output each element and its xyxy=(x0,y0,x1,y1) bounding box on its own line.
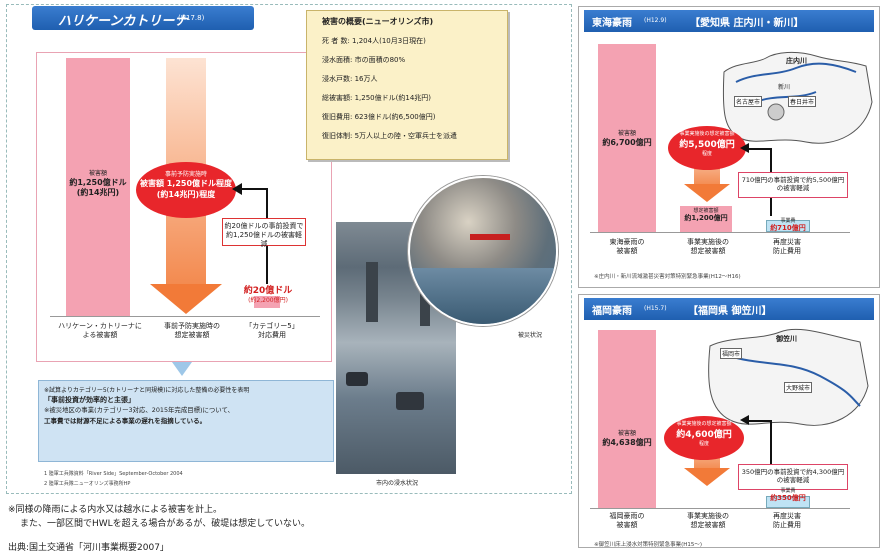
crowd-photo-caption: 被災状況 xyxy=(518,332,543,339)
katrina-damage-bar-label: 被害額 約1,250億ドル (約14兆円) xyxy=(69,170,127,197)
katrina-summary-table: 死 者 数: 1,204人(10月3日現在) 浸水面積: 市の面積の80% 浸水… xyxy=(322,36,506,150)
fukuoka-title-year: (H15.7) xyxy=(644,305,667,312)
katrina-connector-line xyxy=(240,188,268,190)
katrina-x-label-3: 「カテゴリー5」 対応費用 xyxy=(245,322,299,339)
summary-row: 復旧体制: 5万人以上の陸・空軍兵士を派遣 xyxy=(322,132,458,140)
source-citation: 出典:国土交通省「河川事業概要2007」 xyxy=(8,543,169,553)
tokai-footer: ※庄内川・新川流域激甚災害対策特別緊急事業(H12〜H16) xyxy=(594,274,741,280)
katrina-conclusion-text: ※試算よりカテゴリー5(カトリーナと同規模)に対応した整備の必要性を表明 「事前… xyxy=(44,387,250,426)
tokai-post-bar-label: 想定被害額 約1,200億円 xyxy=(684,208,728,223)
fukuoka-benefit-note: 350億円の事前投資で約4,300億円の被害軽減 xyxy=(738,464,848,490)
summary-row: 総被害額: 1,250億ドル(約14兆円) xyxy=(322,94,432,102)
tokai-map-label-nagoya: 名古屋市 xyxy=(734,96,763,107)
katrina-down-chevron-icon xyxy=(172,362,192,376)
katrina-damage-bar xyxy=(66,58,130,316)
tokai-benefit-note: 710億円の事前投資で約5,500億円の被害軽減 xyxy=(738,172,848,198)
katrina-connector-head xyxy=(232,183,242,195)
katrina-cost-label: 約20億ドル (約2,200億円) xyxy=(243,286,293,305)
summary-row: 復旧費用: 623億ドル(約6,500億円) xyxy=(322,113,436,121)
tokai-map-label-shonai: 庄内川 xyxy=(786,57,807,65)
katrina-source-1: 1 陸軍工兵隊資料「River Side」September-October 2… xyxy=(44,471,183,477)
tokai-x-label-3: 再度災害 防止費用 xyxy=(773,238,801,255)
tokai-connector-head xyxy=(740,143,749,153)
katrina-summary-box xyxy=(306,10,508,160)
tokai-map-label-shinkawa: 新川 xyxy=(778,84,791,91)
katrina-panel xyxy=(6,4,572,494)
tokai-arrow-head xyxy=(684,184,730,202)
fukuoka-connector-head xyxy=(740,415,749,425)
fukuoka-title-banner xyxy=(584,298,874,320)
tokai-cost-bar xyxy=(766,220,810,232)
fukuoka-map-label-fukuoka: 福岡市 xyxy=(720,348,743,359)
note-line-1: ※同様の降雨による内水又は越水による被害を計上。 xyxy=(8,505,223,515)
flood-street-caption: 市内の浸水状況 xyxy=(376,480,419,487)
fukuoka-x-label-1: 福岡豪雨の 被害額 xyxy=(609,512,645,529)
tokai-connector-line xyxy=(748,148,772,150)
katrina-arrow-head xyxy=(150,284,222,314)
tokai-title-year: (H12.9) xyxy=(644,17,667,24)
fukuoka-connector-line xyxy=(748,420,772,422)
tokai-map-label-kasugai: 春日井市 xyxy=(788,96,817,107)
fukuoka-x-label-3: 再度災害 防止費用 xyxy=(773,512,801,529)
katrina-estimate-oval: 事前予防実施時 被害額 1,250億ドル程度 (約14兆円)程度 xyxy=(136,162,236,218)
crowd-photo xyxy=(408,176,558,326)
fukuoka-connector-vert xyxy=(770,420,772,484)
katrina-conclusion-box xyxy=(38,380,334,462)
katrina-source-2: 2 陸軍工兵隊ニューオリンズ事務所HP xyxy=(44,481,131,487)
fukuoka-cost-label: 事業費 約350億円 xyxy=(770,488,806,503)
fukuoka-footer: ※御笠川床上浸水対策特別緊急事業(H15〜) xyxy=(594,542,703,548)
katrina-cost-bar xyxy=(254,296,280,308)
tokai-baseline xyxy=(590,232,850,233)
fukuoka-title-loc: 【福岡県 御笠川】 xyxy=(688,306,772,317)
katrina-title: ハリケーンカトリーナ xyxy=(58,14,188,29)
summary-row: 浸水面積: 市の面積の80% xyxy=(322,56,406,64)
tokai-title-banner xyxy=(584,10,874,32)
fukuoka-map-label-mikasa: 御笠川 xyxy=(776,335,797,343)
tokai-estimate-oval: 事業実施後の想定被害額 約5,500億円 程度 xyxy=(668,126,746,170)
fukuoka-damage-bar-label: 被害額 約4,638億円 xyxy=(602,430,652,447)
tokai-cost-label: 事業費 約710億円 xyxy=(770,218,806,233)
katrina-benefit-note: 約20億ドルの事前投資で約1,250億ドルの被害軽減 xyxy=(222,218,306,248)
fukuoka-map xyxy=(700,326,876,436)
katrina-x-label-1: ハリケーン・カトリーナに よる被害額 xyxy=(58,322,142,339)
tokai-title: 東海豪雨 xyxy=(592,18,632,29)
fukuoka-cost-bar xyxy=(766,496,810,508)
katrina-title-year: (H17.8) xyxy=(178,14,205,22)
tokai-x-label-2: 事業実施後の 想定被害額 xyxy=(687,238,729,255)
fukuoka-damage-bar xyxy=(598,330,656,508)
fukuoka-estimate-oval: 事業実施後の想定被害額 約4,600億円 程度 xyxy=(664,416,744,460)
katrina-title-banner xyxy=(32,6,254,30)
summary-row: 浸水戸数: 16万人 xyxy=(322,75,378,83)
fukuoka-x-label-2: 事業実施後の 想定被害額 xyxy=(687,512,729,529)
note-line-2: また、一部区間でHWLを超える場合があるが、破堤は想定していない。 xyxy=(20,519,310,529)
fukuoka-map-label-onojo: 大野城市 xyxy=(784,382,813,393)
tokai-post-bar xyxy=(680,206,732,232)
fukuoka-title: 福岡豪雨 xyxy=(592,306,632,317)
tokai-damage-bar-label: 被害額 約6,700億円 xyxy=(602,130,652,147)
fukuoka-arrow-head xyxy=(684,468,730,486)
summary-row: 死 者 数: 1,204人(10月3日現在) xyxy=(322,37,426,45)
tokai-x-label-1: 東海豪雨の 被害額 xyxy=(609,238,645,255)
katrina-baseline xyxy=(50,316,320,317)
katrina-x-label-2: 事前予防実施時の 想定被害額 xyxy=(164,322,220,339)
katrina-summary-title: 被害の概要(ニューオリンズ市) xyxy=(322,17,434,26)
fukuoka-baseline xyxy=(590,508,850,509)
tokai-title-loc: 【愛知県 庄内川・新川】 xyxy=(690,18,804,29)
tokai-damage-bar xyxy=(598,44,656,232)
